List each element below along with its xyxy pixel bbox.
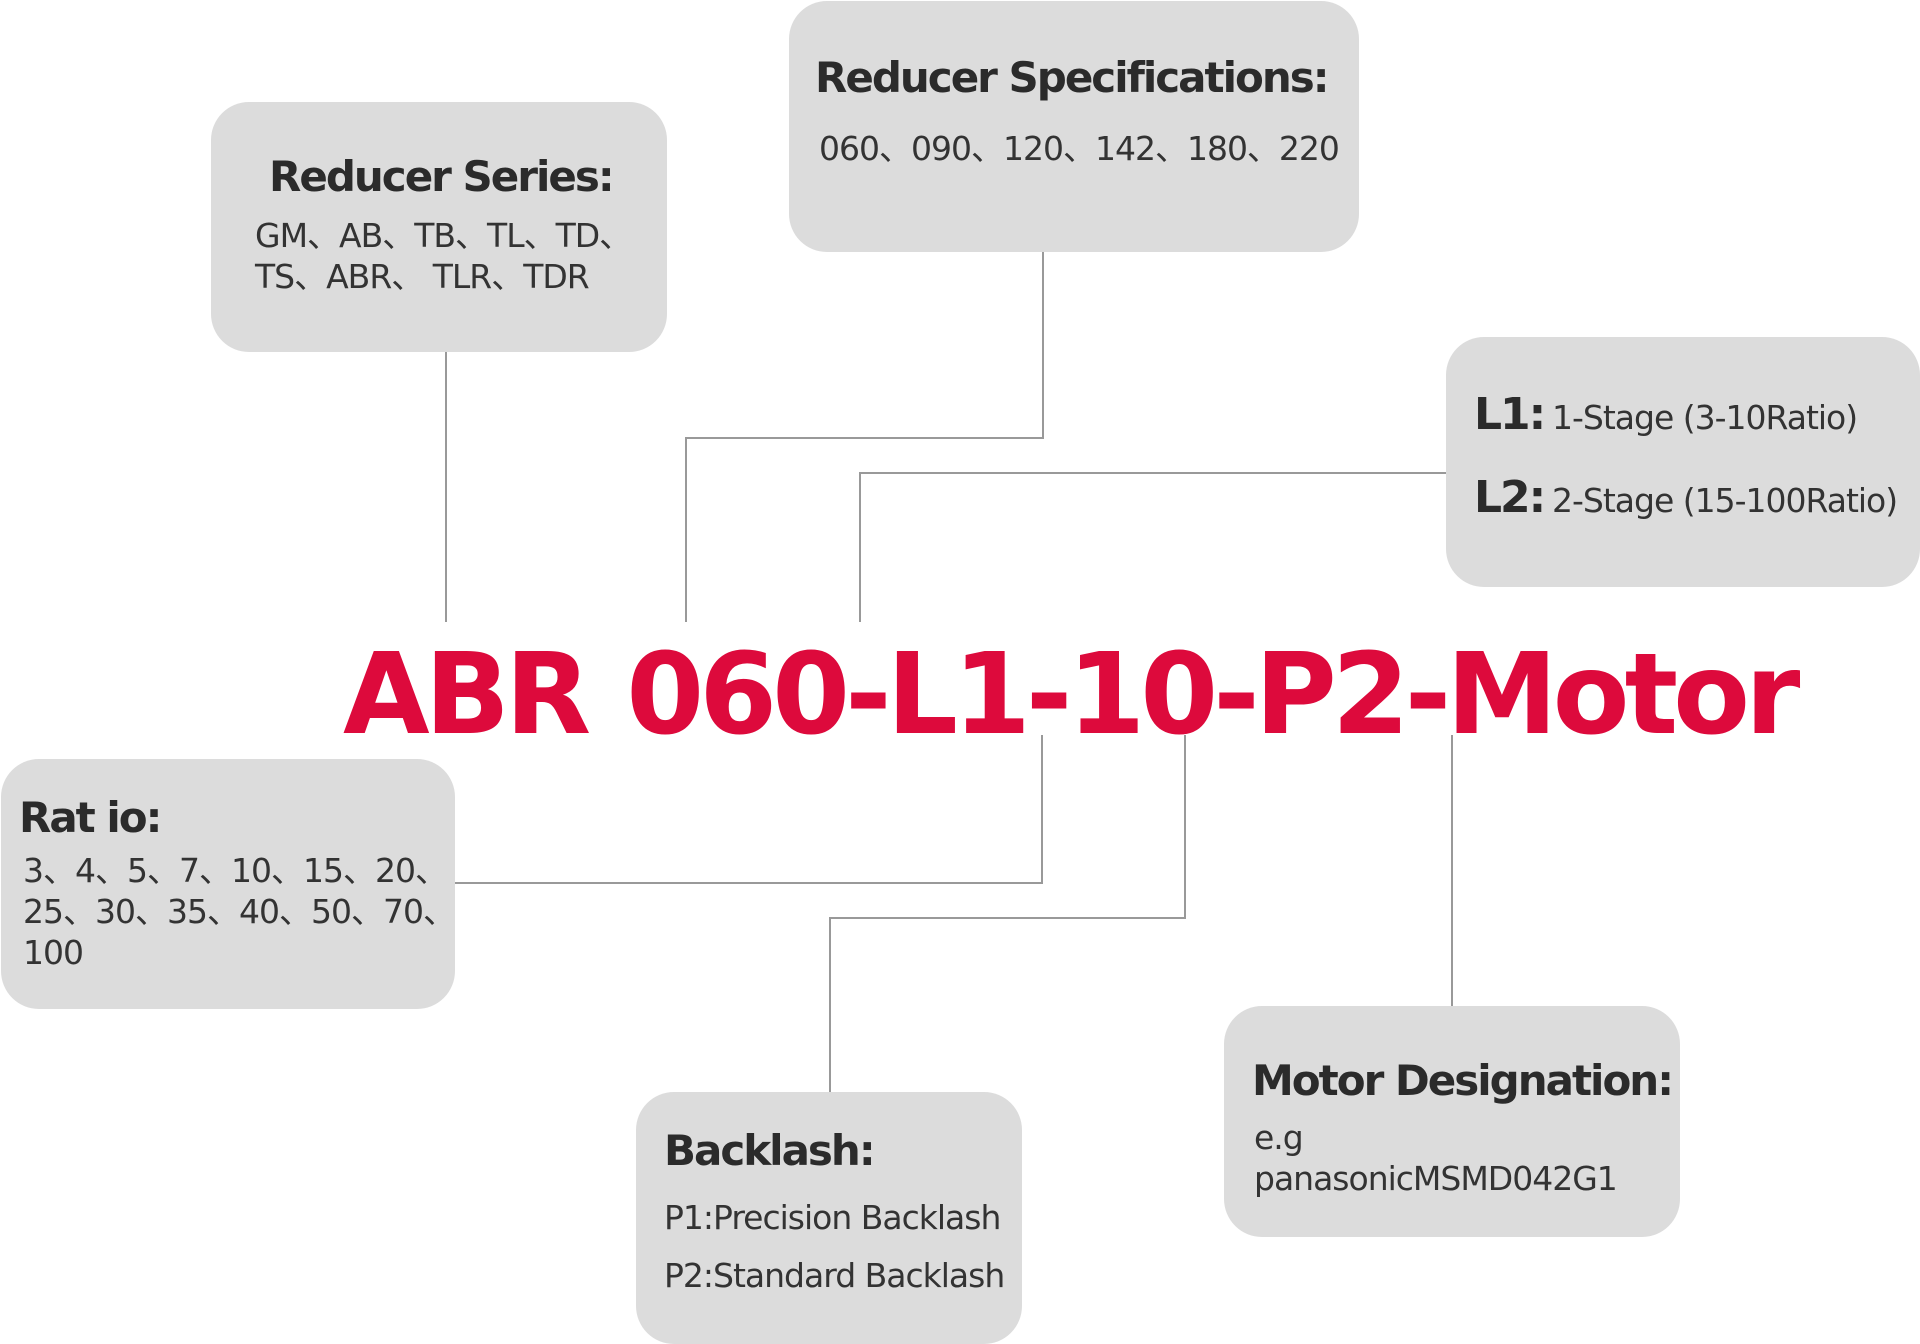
reducer-series-title: Reducer Series: [269,152,615,201]
stage-value: 2-Stage (15-100Ratio) [1552,481,1898,520]
backlash-values: P1:Precision Backlash P2:Standard Backla… [664,1189,1022,1305]
reducer-specifications-values: 060、090、120、142、180、220 [815,128,1359,169]
reducer-specifications-line: 060、090、120、142、180、220 [819,129,1340,168]
motor-designation-line: e.g [1254,1118,1304,1157]
backlash-title: Backlash: [664,1126,876,1175]
stages-box: L1: 1-Stage (3-10Ratio) L2: 2-Stage (15-… [1446,337,1920,587]
ratio-line: 3、4、5、7、10、15、20、 [23,851,448,890]
backlash-line: P1:Precision Backlash [664,1198,1001,1237]
motor-designation-title: Motor Designation: [1252,1056,1674,1105]
reducer-series-box: Reducer Series: GM、AB、TB、TL、TD、 TS、ABR、 … [211,102,667,352]
connector-ratio [455,735,1043,884]
reducer-specifications-title: Reducer Specifications: [815,53,1330,102]
motor-designation-line: panasonicMSMD042G1 [1254,1159,1618,1198]
stage-row-l2: L2: 2-Stage (15-100Ratio) [1474,472,1920,523]
stage-key: L1: [1474,389,1546,440]
ratio-line: 25、30、35、40、50、70、 [23,892,456,931]
reducer-specifications-box: Reducer Specifications: 060、090、120、142、… [789,1,1359,252]
connector-stages [859,472,1446,622]
ratio-box: Rat io: 3、4、5、7、10、15、20、 25、30、35、40、50… [1,759,456,1009]
reducer-series-line: GM、AB、TB、TL、TD、 [255,216,632,255]
motor-designation-values: e.g panasonicMSMD042G1 [1252,1117,1680,1199]
stage-key: L2: [1474,472,1546,523]
connector-backlash [829,735,1186,1092]
ratio-title: Rat io: [19,793,162,842]
ratio-values: 3、4、5、7、10、15、20、 25、30、35、40、50、70、 100 [19,850,456,973]
backlash-line: P2:Standard Backlash [664,1256,1005,1295]
stage-row-l1: L1: 1-Stage (3-10Ratio) [1474,389,1920,440]
backlash-box: Backlash: P1:Precision Backlash P2:Stand… [636,1092,1022,1344]
ratio-line: 100 [23,933,84,972]
stage-value: 1-Stage (3-10Ratio) [1552,398,1858,437]
reducer-series-values: GM、AB、TB、TL、TD、 TS、ABR、 TLR、TDR [255,215,667,297]
model-code-series: ABR [343,630,591,760]
motor-designation-box: Motor Designation: e.g panasonicMSMD042G… [1224,1006,1680,1237]
reducer-series-line: TS、ABR、 TLR、TDR [255,257,590,296]
model-code-rest: 060-L1-10-P2-Motor [626,630,1800,760]
connector-specifications [685,252,1044,622]
